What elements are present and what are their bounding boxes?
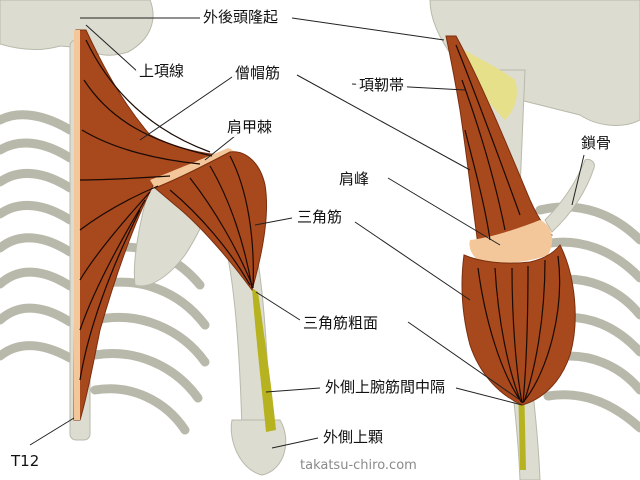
leader-lines-right [291, 17, 585, 406]
trapezius-origin-tendon [74, 30, 80, 420]
label-clavicle: 鎖骨 [578, 134, 615, 153]
deltoid-lateral [461, 244, 576, 406]
label-deltoid: 三角筋 [294, 208, 346, 227]
trapezius-fibers-lateral [455, 44, 521, 241]
skull-posterior [0, 0, 154, 56]
label-lateral-intermuscular-septum: 外側上腕筋間中隔 [322, 378, 449, 397]
leader-lines-left [29, 17, 321, 449]
posterior-view [0, 0, 321, 476]
acromion-tendon [469, 220, 553, 264]
lateral-intermuscular-septum [252, 288, 276, 432]
elbow [230, 419, 287, 476]
label-acromion: 肩峰 [336, 170, 373, 189]
label-t12: T12 [11, 452, 40, 470]
watermark: takatsu-chiro.com [300, 458, 417, 473]
deltoid-fibers-posterior [169, 155, 254, 289]
label-superior-nuchal-line: 上項線 [136, 62, 188, 81]
clavicle [544, 159, 595, 233]
ribs-left [0, 110, 75, 363]
label-nuchal-ligament: 項靭帯 [356, 76, 408, 95]
spine-of-scapula-tendon [150, 148, 236, 188]
label-lateral-epicondyle: 外側上顆 [320, 428, 387, 447]
lateral-view [291, 0, 640, 480]
label-trapezius: 僧帽筋 [232, 64, 284, 83]
label-deltoid-tuberosity: 三角筋粗面 [300, 314, 382, 333]
label-external-occipital-protuberance: 外後頭隆起 [200, 8, 282, 27]
label-spine-of-scapula: 肩甲棘 [224, 118, 276, 137]
ribs-lateral [535, 202, 640, 433]
deltoid-fibers-lateral [477, 255, 561, 404]
trapezius-fibers-posterior [79, 39, 213, 381]
